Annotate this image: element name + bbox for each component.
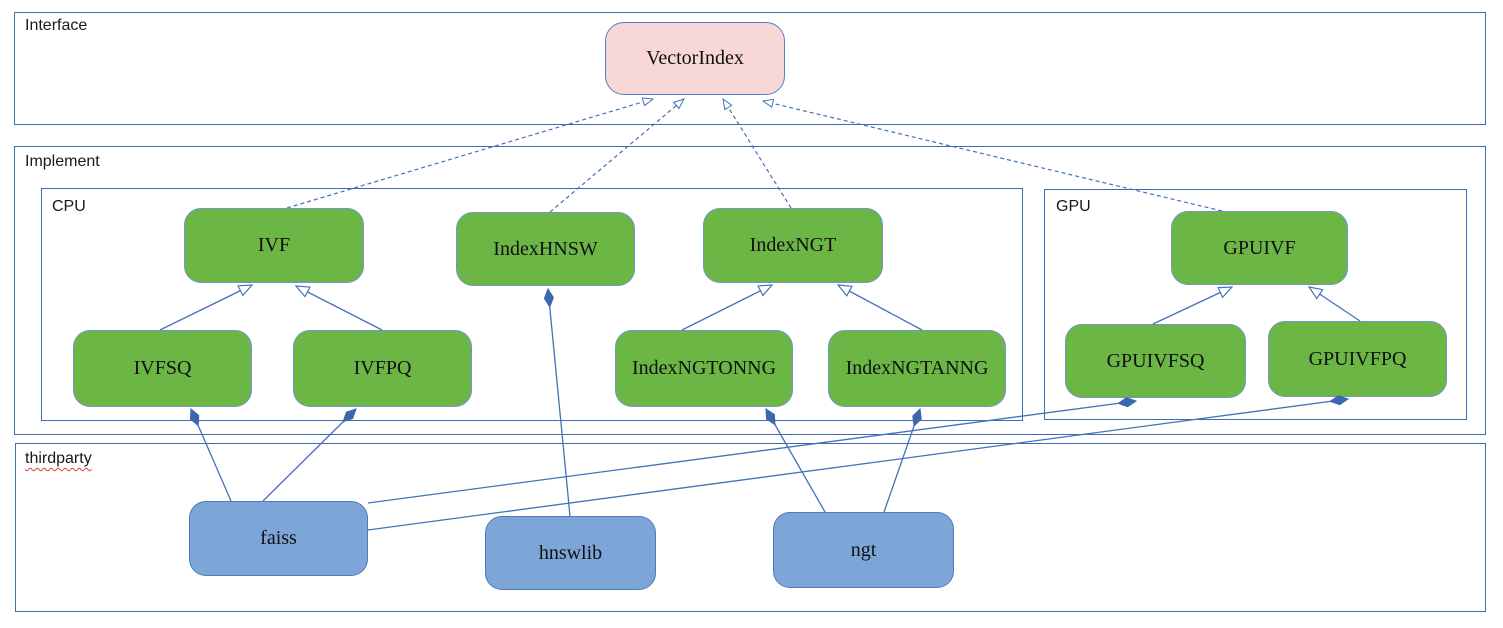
node-hnswlib[interactable]: hnswlib	[485, 516, 656, 590]
node-gpuivfpq[interactable]: GPUIVFPQ	[1268, 321, 1447, 397]
node-faiss-label: faiss	[260, 527, 297, 549]
node-ivf[interactable]: IVF	[184, 208, 364, 283]
interface-label: Interface	[25, 17, 88, 34]
node-indexngtonng-label: IndexNGTONNG	[631, 357, 777, 379]
cpu-label: CPU	[52, 198, 86, 215]
node-gpuivfsq-label: GPUIVFSQ	[1106, 349, 1205, 372]
node-ivf-label: IVF	[257, 234, 291, 256]
implement-label: Implement	[25, 153, 100, 170]
node-indexngt[interactable]: IndexNGT	[703, 208, 883, 283]
node-ivfsq[interactable]: IVFSQ	[73, 330, 252, 407]
node-faiss[interactable]: faiss	[189, 501, 368, 576]
node-vectorindex-label: VectorIndex	[646, 47, 744, 69]
node-indexngtanng[interactable]: IndexNGTANNG	[828, 330, 1006, 407]
node-indexngtonng[interactable]: IndexNGTONNG	[615, 330, 793, 407]
node-gpuivf-label: GPUIVF	[1223, 236, 1296, 259]
node-hnswlib-label: hnswlib	[538, 541, 603, 564]
node-gpuivfpq-label: GPUIVFPQ	[1308, 347, 1407, 370]
node-indexhnsw[interactable]: IndexHNSW	[456, 212, 635, 286]
node-ivfpq[interactable]: IVFPQ	[293, 330, 472, 407]
node-ivfpq-label: IVFPQ	[353, 357, 412, 379]
node-vectorindex[interactable]: VectorIndex	[605, 22, 785, 95]
node-ivfsq-label: IVFSQ	[133, 357, 192, 379]
node-ngt-label: ngt	[850, 538, 877, 561]
node-gpuivfsq[interactable]: GPUIVFSQ	[1065, 324, 1246, 398]
node-indexhnsw-label: IndexHNSW	[493, 237, 598, 260]
node-gpuivf[interactable]: GPUIVF	[1171, 211, 1348, 285]
node-indexngtanng-label: IndexNGTANNG	[845, 357, 989, 379]
node-indexngt-label: IndexNGT	[749, 234, 837, 256]
gpu-label: GPU	[1056, 198, 1091, 215]
thirdparty-label: thirdparty	[25, 450, 92, 467]
node-ngt[interactable]: ngt	[773, 512, 954, 588]
